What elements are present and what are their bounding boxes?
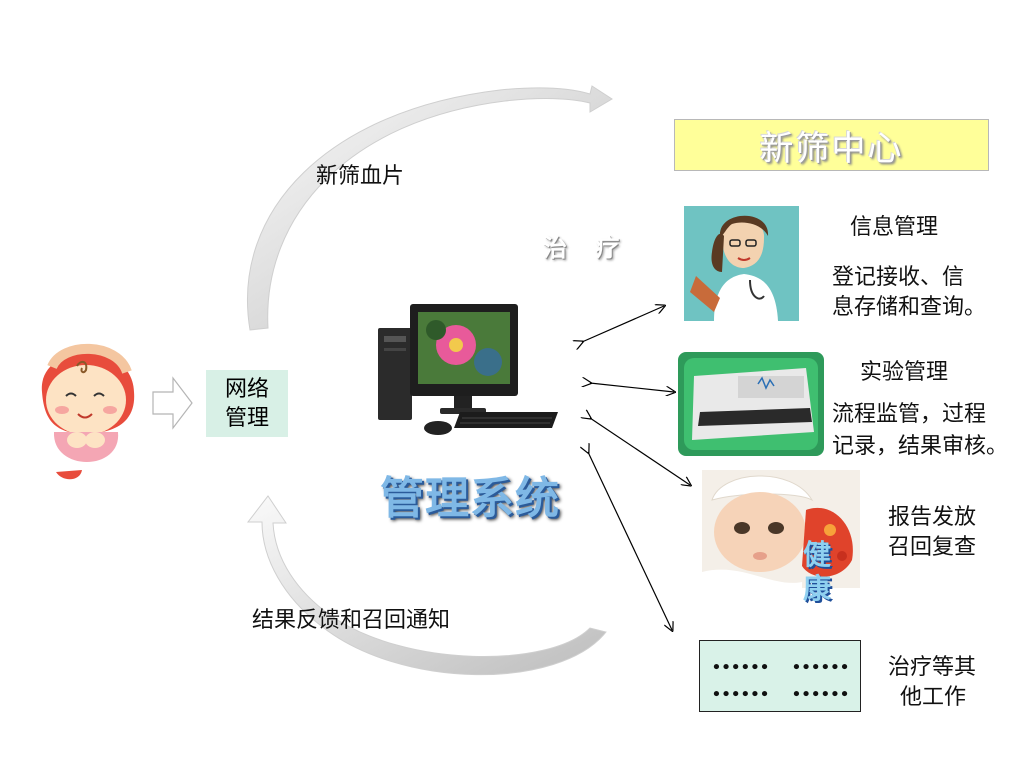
baby-to-network-arrow xyxy=(152,376,193,430)
health-tag-line2: 康 xyxy=(803,572,832,605)
treatment-dots-box: •••••• •••••• •••••• •••••• xyxy=(699,640,861,712)
system-title: 管理系统 xyxy=(380,473,560,524)
dots-r2-right: •••••• xyxy=(791,684,850,705)
dots-r2-left: •••••• xyxy=(711,684,770,705)
flow-bottom-label: 结果反馈和召回通知 xyxy=(252,608,451,633)
item-treatment-line2: 他工作 xyxy=(900,685,967,710)
item-report-line1: 报告发放 xyxy=(888,505,977,530)
dots-r1-left: •••••• xyxy=(711,657,770,678)
item-report-line2: 召回复查 xyxy=(888,535,977,560)
connector-treatment xyxy=(588,452,672,630)
computer-illustration xyxy=(378,304,558,435)
connector-report xyxy=(590,418,690,485)
network-line2: 管理 xyxy=(224,405,269,431)
network-management-box: 网络 管理 xyxy=(206,370,288,437)
item-treatment-line1: 治疗等其 xyxy=(888,655,977,680)
item-lab-desc-2: 记录，结果审核。 xyxy=(832,434,1009,459)
item-info-title: 信息管理 xyxy=(850,215,939,240)
baby-photo-picture xyxy=(702,470,860,588)
treatment-tag: 治 疗 xyxy=(543,233,630,262)
baby-illustration xyxy=(41,343,135,480)
lab-instrument-picture xyxy=(678,352,824,456)
health-tag-line1: 健 xyxy=(803,538,832,571)
health-tag: 健 康 xyxy=(803,538,835,606)
screening-center-title: 新筛中心 xyxy=(674,119,989,171)
bottom-curved-arrow xyxy=(246,495,607,676)
item-info-desc-1: 登记接收、信 xyxy=(832,265,965,290)
item-lab-title: 实验管理 xyxy=(860,360,949,385)
flow-top-label: 新筛血片 xyxy=(316,164,405,189)
top-curved-arrow xyxy=(247,85,613,331)
connector-info xyxy=(582,306,664,342)
connector-lab xyxy=(590,383,674,392)
dots-r1-right: •••••• xyxy=(791,657,850,678)
doctor-picture xyxy=(684,206,799,321)
item-lab-desc-1: 流程监管，过程 xyxy=(832,402,987,427)
network-line1: 网络 xyxy=(224,376,269,402)
item-info-desc-2: 息存储和查询。 xyxy=(832,295,987,320)
